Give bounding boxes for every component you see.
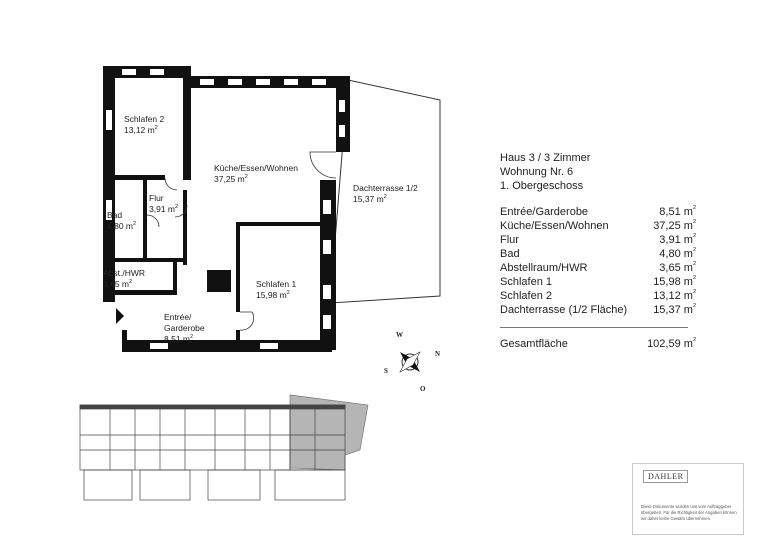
total-label: Gesamtfläche xyxy=(500,338,568,350)
unit-sup: 2 xyxy=(692,205,696,211)
room-name: Flur xyxy=(149,193,164,203)
room-name: Schlafen 2 xyxy=(124,114,165,124)
unit-sup: 2 xyxy=(154,125,158,131)
area-value: 15,98 m xyxy=(653,276,693,288)
floor-level: 1. Obergeschoss xyxy=(500,180,584,192)
windows xyxy=(106,69,345,349)
compass-o: O xyxy=(420,385,426,393)
area-label: Bad xyxy=(500,248,520,260)
walls xyxy=(103,66,350,352)
room-name: Schlafen 1 xyxy=(256,279,297,289)
area-row: Entrée/Garderobe 8,51 m2 xyxy=(500,205,696,219)
doors xyxy=(146,151,337,331)
area-value: 15,37 m xyxy=(653,304,693,316)
area-value: 3,65 m xyxy=(659,262,693,274)
logo-box: DAHLER Diese Dokumente wurden uns vom Au… xyxy=(632,463,744,535)
area-value: 37,25 m xyxy=(653,220,693,232)
unit-sup: 2 xyxy=(286,290,290,296)
area-row: Abstellraum/HWR 3,65 m2 xyxy=(500,261,696,275)
area-label: Abstellraum/HWR xyxy=(500,262,588,274)
unit-sup: 2 xyxy=(129,279,133,285)
area-label: Schlafen 2 xyxy=(500,290,552,302)
total-value: 102,59 m xyxy=(647,338,693,350)
compass-s: S xyxy=(384,367,388,375)
entry-arrow-icon xyxy=(116,308,124,324)
room-name: Küche/Essen/Wohnen xyxy=(214,163,298,173)
compass-n: N xyxy=(435,350,441,358)
area-row: Küche/Essen/Wohnen 37,25 m2 xyxy=(500,219,696,233)
compass-w: W xyxy=(396,331,403,339)
room-area: 15,37 m xyxy=(353,194,384,204)
disclaimer: Diese Dokumente wurden uns vom Auftragge… xyxy=(641,504,737,521)
unit-sup: 2 xyxy=(175,204,179,210)
room-area: 8,51 m xyxy=(164,334,190,344)
unit-sup: 2 xyxy=(692,289,696,295)
unit-sup: 2 xyxy=(383,194,387,200)
room-area: 13,12 m xyxy=(124,125,155,135)
divider xyxy=(500,327,688,328)
apartment-number: Wohnung Nr. 6 xyxy=(500,166,574,178)
unit-sup: 2 xyxy=(692,233,696,239)
area-value: 13,12 m xyxy=(653,290,693,302)
room-name: Entrée/ xyxy=(164,312,192,322)
area-label: Entrée/Garderobe xyxy=(500,206,589,218)
area-value: 3,91 m xyxy=(659,234,693,246)
unit-sup: 2 xyxy=(692,275,696,281)
area-label: Schlafen 1 xyxy=(500,276,552,288)
dahler-logo: DAHLER xyxy=(643,470,689,483)
unit-sup: 2 xyxy=(692,337,696,343)
site-plan xyxy=(79,394,369,501)
room-area: 15,98 m xyxy=(256,290,287,300)
area-row: Flur 3,91 m2 xyxy=(500,233,696,247)
unit-sup: 2 xyxy=(133,221,137,227)
room-name: Abst./HWR xyxy=(103,268,146,278)
room-area: 4,80 m xyxy=(107,221,133,231)
room-area: 3,91 m xyxy=(149,204,175,214)
unit-sup: 2 xyxy=(692,219,696,225)
area-row: Bad 4,80 m2 xyxy=(500,247,696,261)
area-value: 4,80 m xyxy=(659,248,693,260)
area-row: Schlafen 2 13,12 m2 xyxy=(500,289,696,303)
area-label: Flur xyxy=(500,234,519,246)
compass-icon xyxy=(399,351,421,373)
unit-sup: 2 xyxy=(692,261,696,267)
total-row: Gesamtfläche 102,59 m2 xyxy=(500,337,696,351)
room-name: Dachterrasse 1/2 xyxy=(353,183,418,193)
unit-sup: 2 xyxy=(692,303,696,309)
room-name: Garderobe xyxy=(164,323,205,333)
area-row: Schlafen 1 15,98 m2 xyxy=(500,275,696,289)
area-label: Küche/Essen/Wohnen xyxy=(500,220,609,232)
room-area: 3,65 m xyxy=(103,279,129,289)
unit-sup: 2 xyxy=(692,247,696,253)
area-summary: Haus 3 / 3 Zimmer Wohnung Nr. 6 1. Oberg… xyxy=(500,151,696,351)
area-label: Dachterrasse (1/2 Fläche) xyxy=(500,304,628,316)
room-area: 37,25 m xyxy=(214,174,245,184)
area-row: Dachterrasse (1/2 Fläche) 15,37 m2 xyxy=(500,303,696,317)
room-name: Bad xyxy=(107,210,123,220)
unit-sup: 2 xyxy=(244,174,248,180)
house-title: Haus 3 / 3 Zimmer xyxy=(500,152,591,164)
unit-sup: 2 xyxy=(190,334,194,340)
area-value: 8,51 m xyxy=(659,206,693,218)
